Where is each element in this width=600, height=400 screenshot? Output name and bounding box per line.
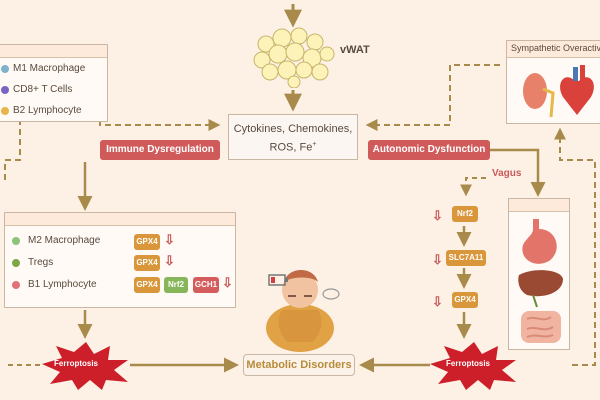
cytokines-line1: Cytokines, Chemokines, — [233, 123, 353, 135]
top-right-panel-header — [507, 41, 600, 58]
cytokines-line2: ROS, Fe+ — [269, 141, 317, 154]
gpx4-tag-tregs: GPX4 — [134, 255, 160, 271]
down-arrow-icon: ⇩ — [164, 232, 175, 247]
immune-cell-panel — [4, 212, 236, 308]
b2-lymphocyte-icon — [1, 107, 9, 115]
obese-person-illustration — [266, 270, 334, 352]
right-nrf2-tag: Nrf2 — [452, 206, 478, 222]
down-arrow-icon: ⇩ — [164, 253, 175, 268]
top-right-organ-panel: Sympathetic Overactive — [506, 40, 600, 124]
vwat-label: vWAT — [340, 44, 370, 56]
ferroptosis-burst-right — [430, 342, 516, 390]
immune-dysregulation-label: Immune Dysregulation — [100, 140, 220, 160]
down-arrow-icon: ⇩ — [432, 252, 443, 267]
metabolic-disorders-box: Metabolic Disorders — [243, 354, 355, 376]
top-left-item-1: M1 Macrophage — [13, 63, 86, 74]
sympathetic-overactive-title: Sympathetic Overactive — [511, 43, 600, 53]
gpx4-tag-m2: GPX4 — [134, 234, 160, 250]
tregs-icon — [12, 259, 20, 267]
stomach-liver-intestine-icon — [518, 219, 563, 343]
organ-panel-header — [509, 199, 569, 212]
b1-lymphocyte-icon — [12, 281, 20, 289]
sigh-cloud-icon — [322, 288, 340, 300]
nrf2-tag-b1: Nrf2 — [164, 277, 188, 293]
row-label-tregs: Tregs — [28, 257, 54, 268]
down-arrow-icon: ⇩ — [222, 275, 233, 290]
m2-macrophage-icon — [12, 237, 20, 245]
ferroptosis-label-right: Ferroptosis — [446, 359, 491, 368]
m1-macrophage-icon — [1, 65, 9, 73]
row-label-b1: B1 Lymphocyte — [28, 279, 97, 290]
cd8-t-cell-icon — [1, 86, 9, 94]
gch1-tag-b1: GCH1 — [193, 277, 219, 293]
down-arrow-icon: ⇩ — [432, 208, 443, 223]
kidney-heart-icon — [523, 65, 594, 118]
right-gpx4-tag: GPX4 — [452, 292, 478, 308]
top-left-cell-panel: M1 Macrophage CD8+ T Cells B2 Lymphocyte — [0, 44, 108, 122]
immune-panel-header — [5, 213, 235, 226]
top-left-item-2: CD8+ T Cells — [13, 84, 73, 95]
row-label-m2: M2 Macrophage — [28, 235, 101, 246]
right-slc7a11-tag: SLC7A11 — [446, 250, 486, 266]
visceral-organ-panel — [508, 198, 570, 350]
adipose-tissue-illustration — [253, 27, 335, 88]
down-arrow-icon: ⇩ — [432, 294, 443, 309]
top-left-panel-header — [0, 45, 107, 58]
gpx4-tag-b1: GPX4 — [134, 277, 160, 293]
ferroptosis-label-left: Ferroptosis — [54, 359, 99, 368]
top-left-item-3: B2 Lymphocyte — [13, 105, 82, 116]
vagus-label: Vagus — [492, 168, 522, 179]
battery-low-icon — [268, 274, 288, 286]
ferroptosis-burst-left — [42, 342, 128, 390]
cytokines-box: Cytokines, Chemokines, ROS, Fe+ — [228, 114, 358, 160]
autonomic-dysfunction-label: Autonomic Dysfunction — [368, 140, 490, 160]
